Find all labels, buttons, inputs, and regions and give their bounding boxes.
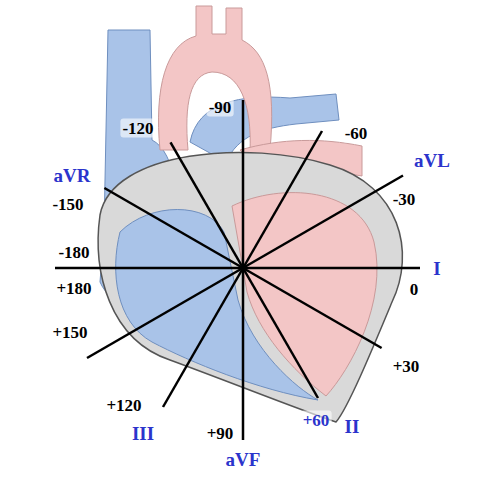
angle-label: -60	[343, 124, 370, 143]
aorta	[159, 6, 272, 152]
lead-label: I	[431, 258, 442, 279]
angle-label: -90	[207, 98, 234, 117]
angle-label: +30	[391, 357, 422, 376]
lead-label: aVF	[224, 449, 263, 470]
axis-line	[171, 142, 319, 398]
angle-label: +180	[54, 279, 93, 298]
lead-label: aVR	[52, 165, 93, 186]
angle-label: -150	[50, 195, 85, 214]
angle-label: 0	[408, 280, 421, 299]
angle-label: +90	[205, 424, 236, 443]
lead-axes	[55, 100, 420, 440]
axis-line	[87, 176, 403, 359]
axis-line	[163, 131, 322, 407]
pericardium	[98, 152, 402, 422]
angle-label: +120	[104, 396, 143, 415]
axis-line	[55, 267, 420, 270]
lead-label: III	[130, 423, 156, 444]
left-ventricle	[232, 193, 377, 396]
angle-label: -180	[56, 243, 91, 262]
lead-label: +60	[301, 411, 332, 430]
angle-label: -120	[120, 119, 155, 138]
angle-label: -30	[391, 190, 418, 209]
lead-label: II	[343, 416, 362, 437]
angle-label: +150	[50, 323, 89, 342]
lead-label: aVL	[412, 150, 452, 171]
